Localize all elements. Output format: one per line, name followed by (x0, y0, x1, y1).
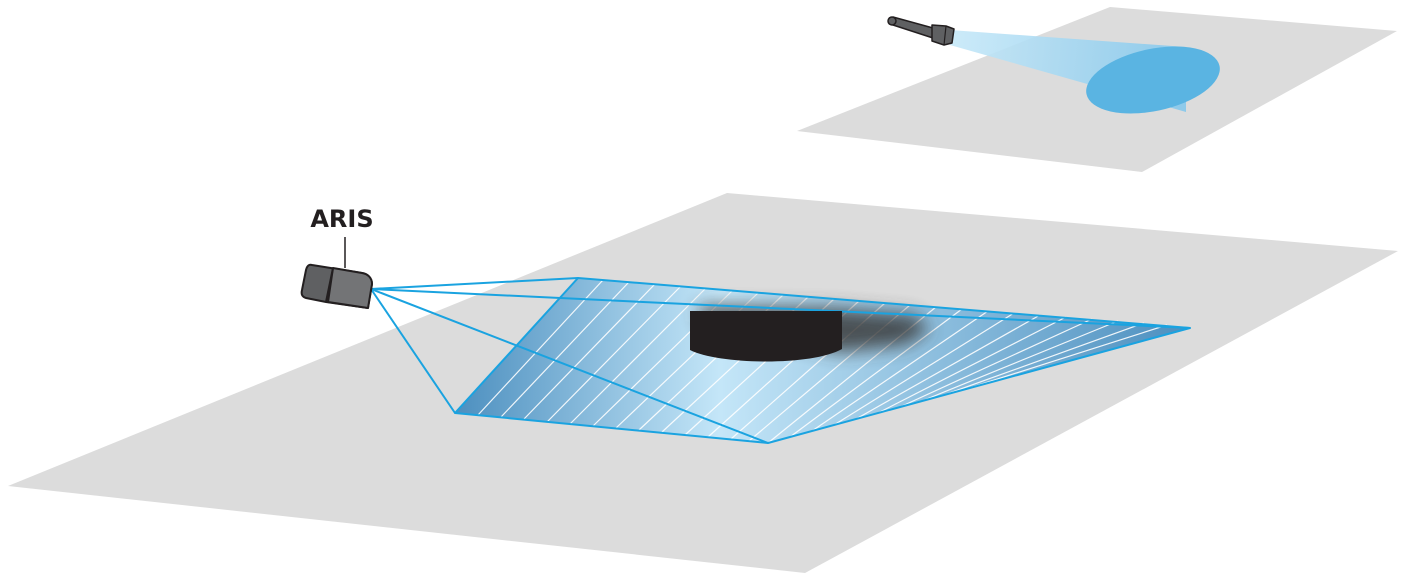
flashlight-beam (950, 30, 1220, 114)
flashlight-icon (887, 16, 955, 46)
device-label: ARIS (310, 205, 373, 233)
sonar-device-icon (300, 263, 373, 309)
sonar-fan-outline (370, 277, 1191, 444)
flashlight-spot (1086, 46, 1220, 114)
target-object (690, 311, 842, 362)
